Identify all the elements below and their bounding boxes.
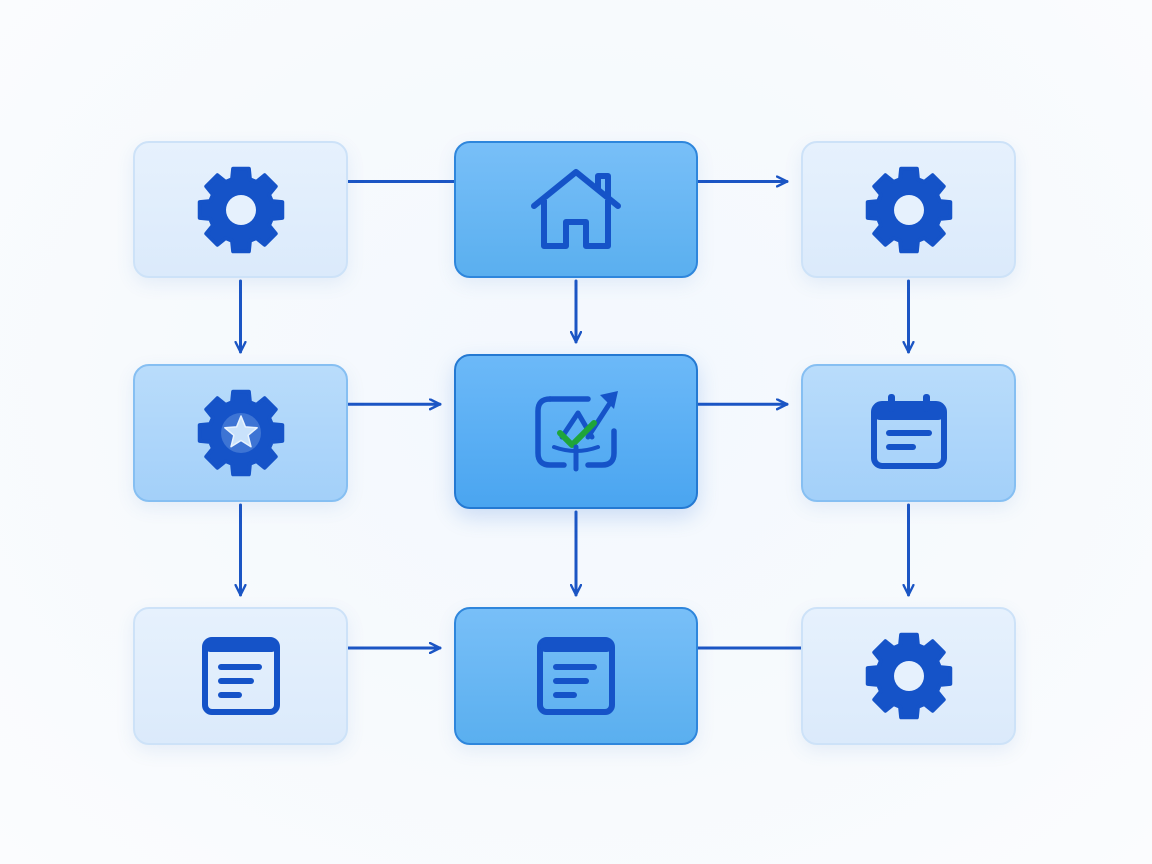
- node-middle-center[interactable]: [454, 354, 698, 509]
- calendar-icon: [864, 388, 954, 478]
- node-bottom-right[interactable]: [801, 607, 1016, 745]
- gear-icon: [864, 165, 954, 255]
- gear-icon: [864, 631, 954, 721]
- node-bottom-center[interactable]: [454, 607, 698, 745]
- node-top-left[interactable]: [133, 141, 348, 278]
- node-top-center[interactable]: [454, 141, 698, 278]
- node-bottom-left[interactable]: [133, 607, 348, 745]
- gear-icon: [196, 165, 286, 255]
- node-middle-left[interactable]: [133, 364, 348, 502]
- node-middle-right[interactable]: [801, 364, 1016, 502]
- document-icon: [531, 631, 621, 721]
- node-top-right[interactable]: [801, 141, 1016, 278]
- home-icon: [528, 166, 624, 254]
- star-gear-icon: [196, 388, 286, 478]
- document-icon: [196, 631, 286, 721]
- check-refresh-icon: [526, 387, 626, 477]
